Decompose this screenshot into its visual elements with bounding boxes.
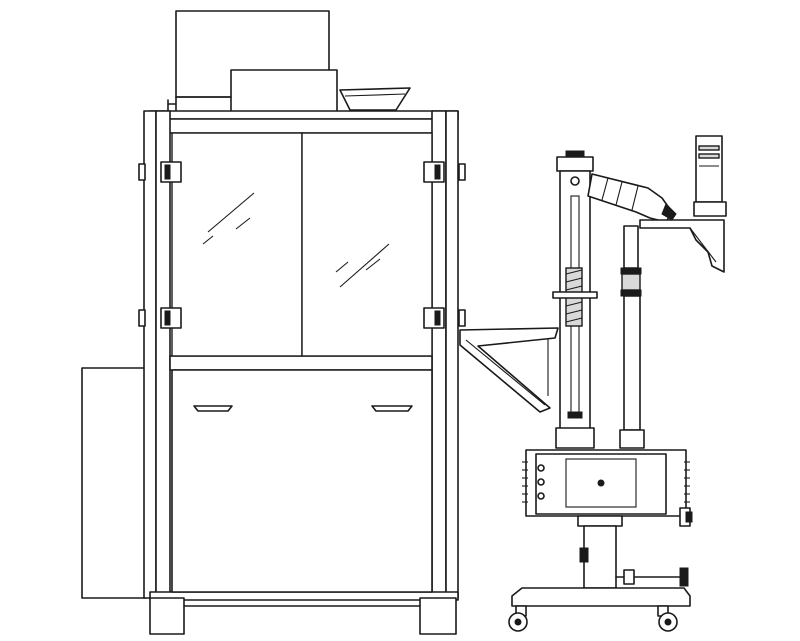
- control-box-panel: [565, 458, 637, 508]
- support-tube: [623, 295, 641, 431]
- side-knob-cap: [685, 511, 693, 523]
- support-column: [619, 225, 645, 449]
- platform-bracket: [639, 219, 725, 273]
- lower-panel: [171, 369, 433, 593]
- glass-reflection: [207, 192, 255, 233]
- vent-left: [522, 461, 528, 503]
- glass-doors: [171, 132, 433, 357]
- cart-base: [511, 587, 691, 607]
- adjust-knob: [623, 569, 635, 585]
- chute-bracket: [459, 327, 559, 413]
- left-foot: [149, 597, 185, 635]
- glass-door-right: [301, 132, 433, 357]
- control-box: [522, 449, 693, 527]
- vent-right: [684, 461, 690, 503]
- left-post-inner: [155, 110, 171, 599]
- caster-cart: [508, 587, 691, 632]
- support-base: [619, 429, 645, 449]
- glass-reflection: [235, 217, 251, 230]
- support-sleeve: [621, 273, 641, 291]
- nozzle-body: [587, 173, 673, 223]
- indicator-light: [537, 478, 545, 486]
- column-bolt: [570, 176, 580, 186]
- cabinet-mid-rail: [169, 355, 433, 371]
- hinge: [423, 161, 466, 183]
- column-clamp: [552, 291, 598, 299]
- nozzle-ring: [601, 177, 609, 201]
- support-ring: [620, 289, 642, 297]
- display-line: [698, 145, 720, 151]
- lower-panel-face: [171, 369, 433, 593]
- caster-hub: [514, 618, 522, 626]
- chute-brace: [465, 339, 546, 406]
- control-panel: [639, 135, 727, 273]
- display-mount: [693, 201, 727, 217]
- main-cabinet: [143, 110, 459, 635]
- cabinet-bottom-rail: [149, 591, 459, 601]
- control-knob: [597, 479, 605, 487]
- glass-reflection: [202, 235, 214, 245]
- glass-reflection: [335, 261, 349, 273]
- stand-lock: [579, 547, 589, 563]
- glass-reflection: [339, 243, 390, 288]
- motor-base: [577, 515, 689, 589]
- cabinet-top-rail: [149, 110, 459, 120]
- discharge-chute: [459, 327, 559, 413]
- hopper-assembly: [167, 10, 411, 113]
- door-handle: [371, 405, 413, 412]
- support-upper-rod: [623, 225, 639, 269]
- column-cap: [565, 150, 585, 158]
- feed-tray: [339, 87, 411, 111]
- feeder-block: [230, 69, 338, 113]
- caster-hub: [664, 618, 672, 626]
- indicator-light: [537, 492, 545, 500]
- nozzle-ring: [631, 185, 639, 211]
- hinge: [138, 307, 182, 329]
- glass-reflection: [365, 258, 381, 271]
- column-base: [555, 427, 595, 449]
- column-lower-ring: [567, 411, 583, 419]
- indicator-light: [537, 464, 545, 472]
- side-box: [81, 367, 147, 599]
- platform-brace: [689, 227, 717, 263]
- dust-collector-column: [552, 150, 598, 449]
- hopper-bracket: [167, 96, 177, 111]
- column-top-collar: [556, 156, 594, 172]
- hinge: [423, 307, 466, 329]
- stand-post: [583, 525, 617, 589]
- glass-door-left: [171, 132, 303, 357]
- feed-tray-edge: [344, 93, 406, 97]
- right-foot: [419, 597, 457, 635]
- hinge: [138, 161, 182, 183]
- door-handle: [193, 405, 233, 412]
- stand-collar: [577, 515, 623, 527]
- display-line: [698, 153, 720, 159]
- right-post-outer: [445, 110, 459, 599]
- angled-nozzle: [587, 173, 677, 223]
- left-post-outer: [143, 110, 157, 599]
- right-post-inner: [431, 110, 447, 599]
- door-hinges: [138, 161, 466, 329]
- adjust-handle: [679, 567, 689, 587]
- support-ring: [620, 267, 642, 275]
- nozzle-ring: [615, 181, 623, 206]
- cabinet-header: [157, 118, 453, 134]
